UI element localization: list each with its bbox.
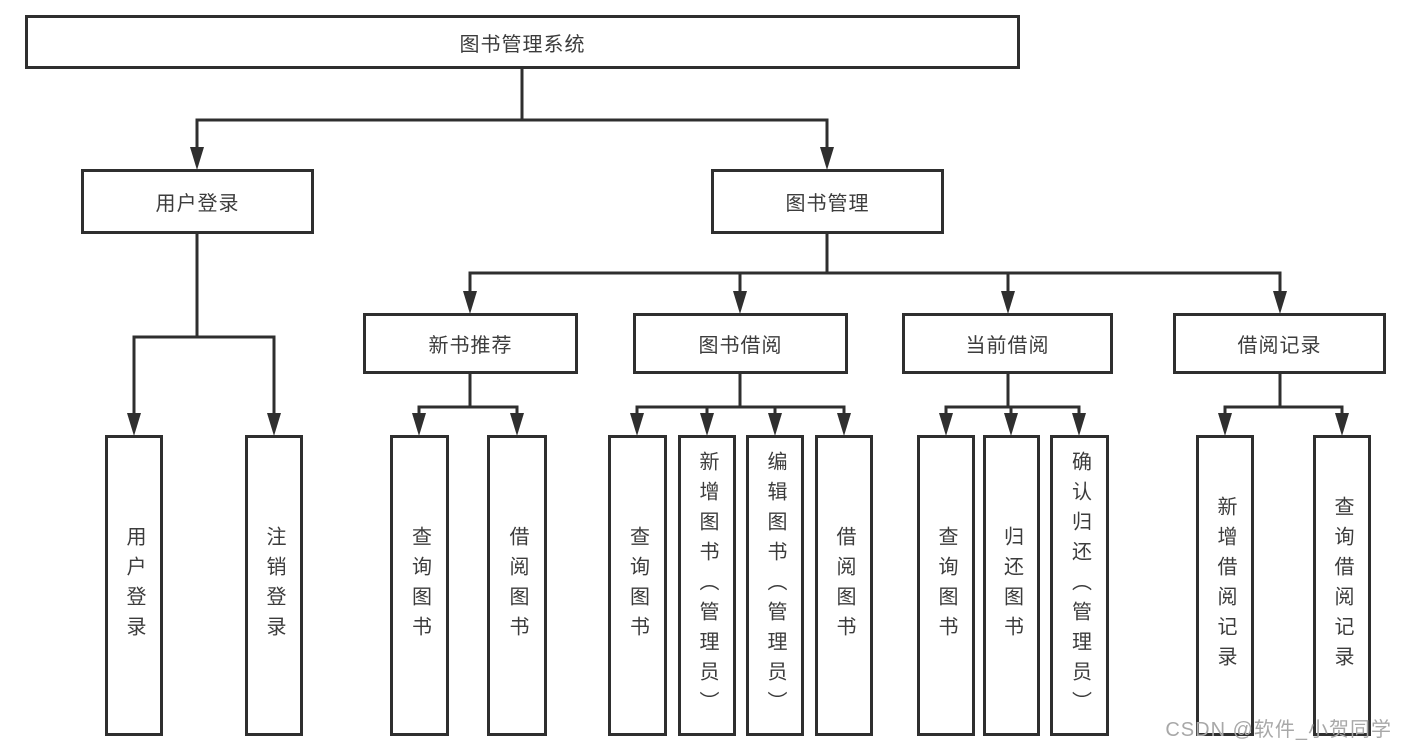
- arrow-to-leaf-add-book-admin: [700, 407, 714, 436]
- node-book-borrow: 图书借阅: [633, 313, 848, 374]
- arrow-to-book-management: [820, 120, 834, 170]
- arrow-to-leaf-logout: [267, 337, 281, 436]
- leaf-borrow-books-2: 借阅图书: [815, 435, 873, 736]
- node-new-book-recommend: 新书推荐: [363, 313, 578, 374]
- node-user-login: 用户登录: [81, 169, 314, 234]
- arrow-to-current-borrow: [1001, 273, 1015, 314]
- node-current-borrow: 当前借阅: [902, 313, 1113, 374]
- leaf-edit-book-admin: 编辑图书（管理员）: [746, 435, 804, 736]
- arrow-to-leaf-edit-book-admin: [768, 407, 782, 436]
- leaf-user-login: 用户登录: [105, 435, 163, 736]
- node-borrow-records: 借阅记录: [1173, 313, 1386, 374]
- leaf-query-books-3: 查询图书: [917, 435, 975, 736]
- arrow-to-leaf-user-login: [127, 337, 141, 436]
- arrow-to-borrow-records: [1273, 273, 1287, 314]
- arrow-to-leaf-query-books-1: [412, 407, 426, 436]
- leaf-query-borrow-record: 查询借阅记录: [1313, 435, 1371, 736]
- leaf-logout: 注销登录: [245, 435, 303, 736]
- leaf-add-book-admin: 新增图书（管理员）: [678, 435, 736, 736]
- arrow-to-leaf-borrow-books-2: [837, 407, 851, 436]
- arrow-to-leaf-add-borrow-record: [1218, 407, 1232, 436]
- arrow-to-leaf-query-borrow-record: [1335, 407, 1349, 436]
- arrow-to-leaf-borrow-books-1: [510, 407, 524, 436]
- arrow-to-leaf-return-books: [1004, 407, 1018, 436]
- node-library-system: 图书管理系统: [25, 15, 1020, 69]
- leaf-add-borrow-record: 新增借阅记录: [1196, 435, 1254, 736]
- node-book-management: 图书管理: [711, 169, 944, 234]
- leaf-borrow-books-1: 借阅图书: [487, 435, 547, 736]
- arrow-to-user-login: [190, 120, 204, 170]
- arrow-to-leaf-confirm-return: [1072, 407, 1086, 436]
- leaf-confirm-return-admin: 确认归还（管理员）: [1050, 435, 1109, 736]
- arrow-to-new-book-recommend: [463, 273, 477, 314]
- leaf-query-books-1: 查询图书: [390, 435, 449, 736]
- arrow-to-book-borrow: [733, 273, 747, 314]
- arrow-to-leaf-query-books-2: [630, 407, 644, 436]
- leaf-return-books: 归还图书: [983, 435, 1040, 736]
- leaf-query-books-2: 查询图书: [608, 435, 667, 736]
- arrow-to-leaf-query-books-3: [939, 407, 953, 436]
